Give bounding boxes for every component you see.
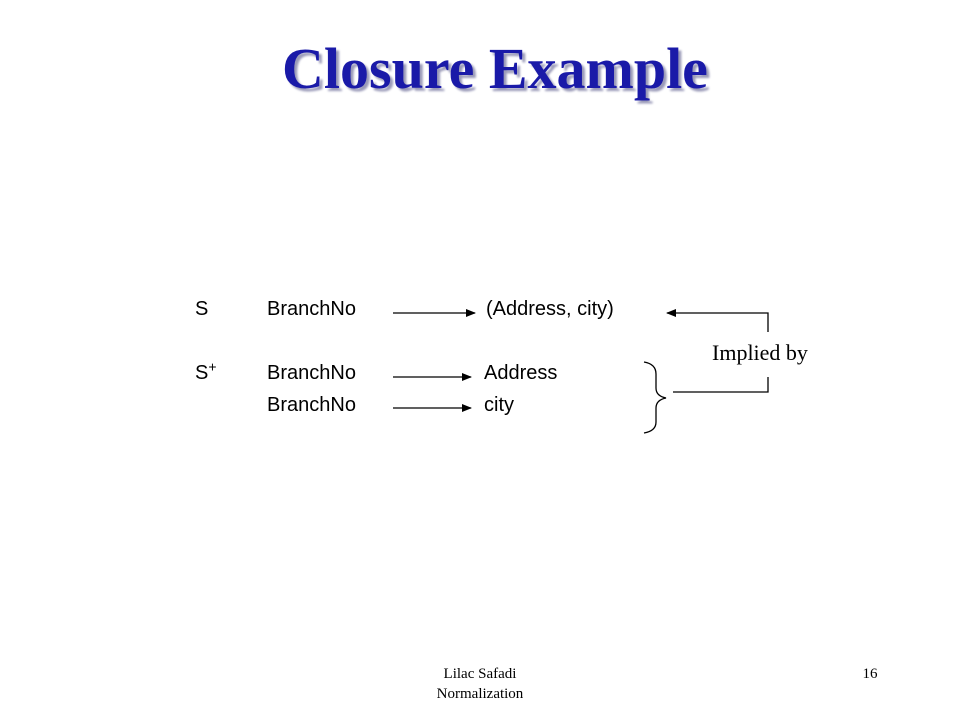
splus-symbol: S — [195, 362, 209, 384]
s-rhs: (Address, city) — [486, 298, 614, 320]
footer-author: Lilac Safadi — [443, 666, 517, 682]
slide-footer: Lilac Safadi Normalization — [380, 664, 580, 704]
implied-by-connector — [673, 377, 769, 393]
splus-item-2-rhs: city — [484, 394, 514, 416]
set-splus-label: S+ — [195, 358, 217, 385]
splus-sup: + — [208, 358, 217, 375]
splus-item-1-rhs: Address — [484, 362, 558, 384]
right-brace — [643, 361, 667, 434]
implied-by-arrow — [666, 309, 769, 332]
splus-item-1-lhs: BranchNo — [267, 362, 356, 384]
page-number: 16 — [862, 666, 878, 682]
s-lhs: BranchNo — [267, 298, 356, 320]
footer-topic: Normalization — [436, 686, 524, 702]
set-s-label: S — [195, 298, 209, 320]
slide-title: Closure Example — [282, 36, 708, 101]
splus-item-2-lhs: BranchNo — [267, 394, 356, 416]
implied-by-label: Implied by — [712, 340, 808, 365]
